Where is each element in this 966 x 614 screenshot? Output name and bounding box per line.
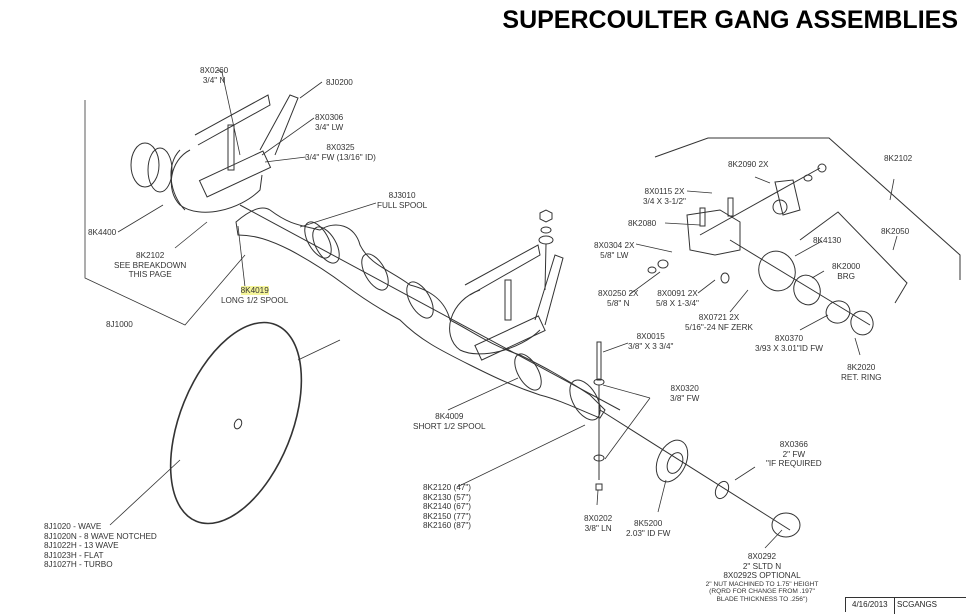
callout-8J0200: 8J0200: [326, 78, 353, 87]
callout-8J1000: 8J1000: [106, 320, 133, 329]
blade-options-list: 8J1020 - WAVE 8J1020N - 8 WAVE NOTCHED 8…: [44, 522, 157, 570]
shaft-length-list: 8K2120 (47") 8K2130 (57") 8K2140 (67") 8…: [423, 483, 471, 530]
callout-8K2080: 8K2080: [628, 219, 657, 228]
callout-8K4130: 8K4130: [813, 236, 842, 245]
bearing-breakdown: [647, 137, 961, 336]
highlighted-part-number: 8K4019: [240, 286, 269, 295]
end-hardware: [599, 409, 801, 538]
callout-8K4400: 8K4400: [88, 228, 117, 237]
vertical-bolt: [593, 341, 605, 491]
callout-8K2090: 8K2090 2X: [728, 160, 769, 169]
right-hanger-bracket: [449, 244, 564, 361]
title-block: 4/16/2013 SCGANGS: [845, 597, 966, 614]
drawing-date: 4/16/2013: [852, 600, 888, 609]
callout-8X0292: 8X0292 2" SLTD N 8X0292S OPTIONAL 2" NUT…: [705, 552, 819, 604]
coulter-blade: [169, 321, 303, 525]
callout-8K2102: 8K2102: [884, 154, 913, 163]
bolt-stack: [538, 209, 554, 291]
drawing-code: SCGANGS: [894, 598, 937, 614]
leader-lines: [84, 69, 898, 549]
page-title: SUPERCOULTER GANG ASSEMBLIES: [502, 6, 958, 34]
spool-shaft: [235, 204, 621, 421]
callout-8K2050: 8K2050: [881, 227, 910, 236]
left-hanger-bracket: [130, 94, 299, 213]
